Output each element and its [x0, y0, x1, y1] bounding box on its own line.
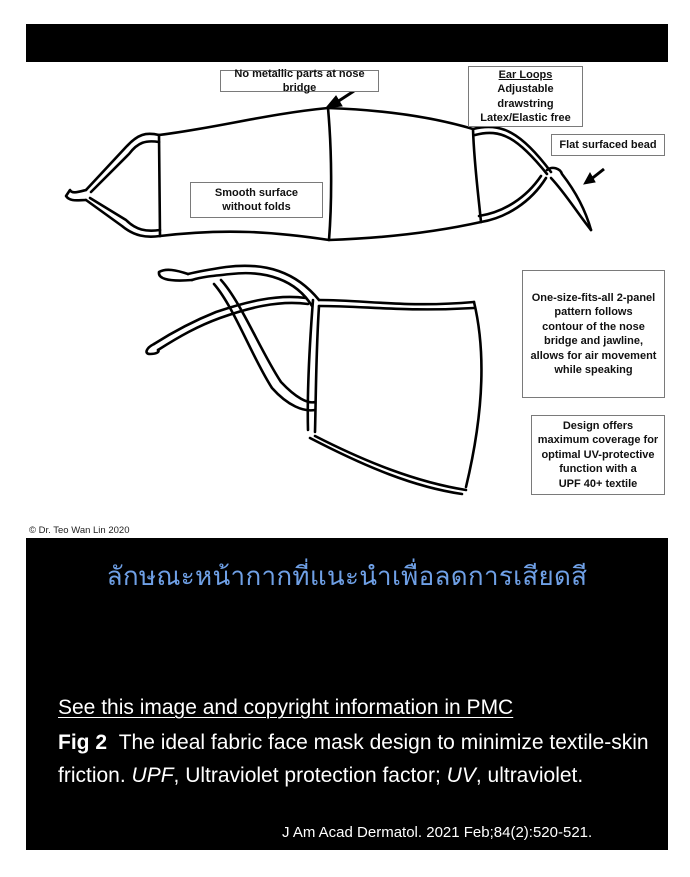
caption-text-1: The ideal fabric face mask design to min… [58, 731, 649, 787]
top-black-band [26, 24, 668, 62]
label-text: bridge and jawline, [543, 335, 644, 347]
label-text: Adjustable drawstring [497, 83, 554, 110]
label-two-panel: One-size-fits-all 2-panel pattern follow… [522, 270, 665, 398]
label-smooth-surface: Smooth surface without folds [190, 182, 323, 218]
thai-title: ลักษณะหน้ากากที่แนะนำเพื่อลดการเสียดสี [106, 562, 588, 592]
caption-text-2: , Ultraviolet protection factor; [173, 764, 447, 787]
caption-panel: ลักษณะหน้ากากที่แนะนำเพื่อลดการเสียดสี S… [26, 538, 668, 850]
label-text: pattern follows [554, 306, 633, 318]
label-text: optimal UV-protective [541, 448, 655, 461]
label-nose-bridge: No metallic parts at nose bridge [220, 68, 379, 94]
label-title: Ear Loops [498, 68, 553, 81]
label-text: Latex/Elastic free [480, 112, 571, 124]
figure-card: No metallic parts at nose bridge Ear Loo… [26, 24, 668, 850]
label-text: without folds [222, 201, 291, 213]
label-text: Flat surfaced bead [559, 138, 657, 151]
label-text: Smooth surface [214, 186, 299, 199]
label-text: contour of the nose [542, 320, 645, 333]
label-text: Design offers [562, 419, 634, 432]
mask-illustration: No metallic parts at nose bridge Ear Loo… [26, 62, 668, 538]
label-text: allows for air movement [530, 349, 657, 362]
label-text: maximum coverage for [537, 434, 659, 447]
journal-citation: J Am Acad Dermatol. 2021 Feb;84(2):520-5… [282, 824, 593, 841]
mask-drawing-icon [64, 89, 605, 496]
caption-text-3: , ultraviolet. [475, 764, 584, 787]
fig-label: Fig 2 [58, 731, 108, 754]
label-text: One-size-fits-all 2-panel [531, 291, 656, 304]
uv-abbr: UV [446, 764, 476, 787]
label-uv-coverage: Design offers maximum coverage for optim… [531, 415, 665, 495]
label-ear-loops: Ear Loops Adjustable drawstring Latex/El… [468, 66, 583, 127]
pmc-link[interactable]: See this image and copyright information… [58, 696, 514, 719]
label-text: No metallic parts at nose bridge [234, 67, 365, 95]
label-text: function with a [559, 463, 637, 476]
upf-abbr: UPF [131, 764, 174, 787]
label-text: UPF 40+ textile [558, 477, 638, 490]
copyright-notice: © Dr. Teo Wan Lin 2020 [29, 525, 130, 536]
figure-caption: Fig 2 The ideal fabric face mask design … [58, 726, 658, 792]
label-flat-bead: Flat surfaced bead [551, 134, 665, 156]
label-text: while speaking [554, 364, 633, 376]
